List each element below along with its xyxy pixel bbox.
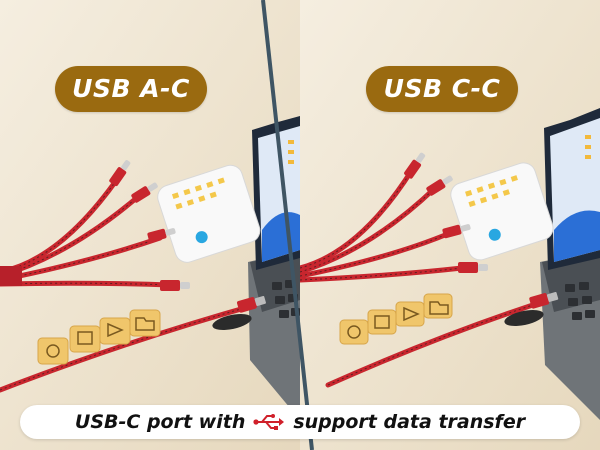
- phone: [450, 162, 554, 261]
- feature-banner: USB-C port with support data transfer: [20, 405, 580, 439]
- connectors: [404, 152, 559, 327]
- connectors: [109, 160, 266, 331]
- phone: [157, 164, 261, 263]
- icon-blocks: [37, 309, 161, 365]
- usb-icon: [253, 414, 285, 430]
- label-usb-a-c: USB A-C: [55, 66, 207, 112]
- banner-text-start: USB-C port with: [74, 411, 246, 433]
- icon-blocks: [339, 293, 453, 345]
- banner-text-end: support data transfer: [293, 411, 526, 433]
- label-usb-c-c: USB C-C: [366, 66, 518, 112]
- cable-sleeve: [0, 266, 22, 286]
